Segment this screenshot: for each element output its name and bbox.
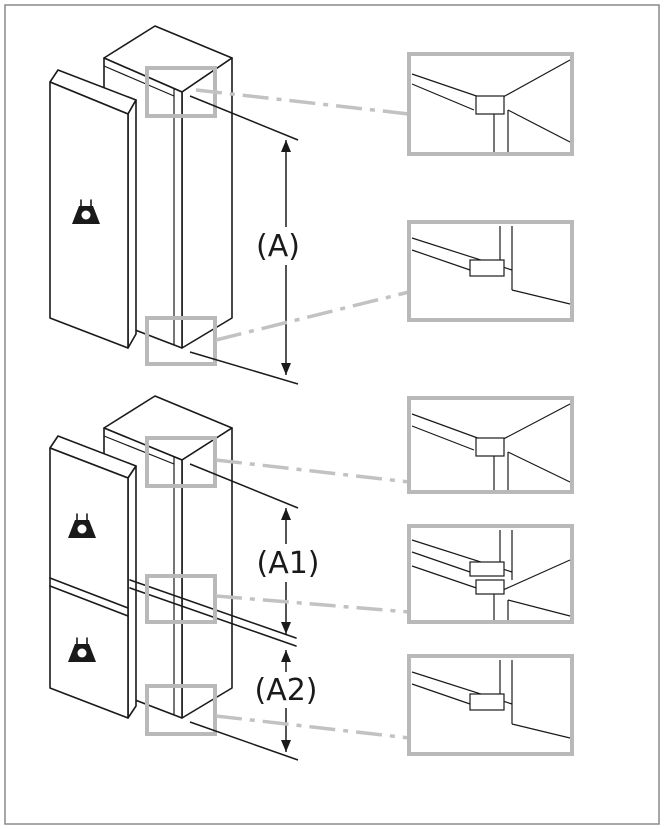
double-door-appliance: (A1) (A2) — [49, 395, 410, 761]
person-lock-icon-upper — [68, 513, 96, 538]
middle-hinge-highlight — [145, 574, 217, 624]
person-lock-icon — [72, 199, 100, 224]
lower-hinge-highlight — [145, 684, 217, 736]
door-edge-side — [127, 99, 137, 349]
upper-hinge-highlight — [145, 436, 217, 488]
person-lock-icon-lower — [68, 637, 96, 662]
door-edge-side-2 — [127, 465, 137, 719]
frame-border — [4, 4, 660, 825]
detail-bottom-hinge-2 — [407, 654, 574, 756]
single-door-appliance: (A) — [49, 25, 410, 385]
cabinet-side — [181, 57, 233, 349]
detail-top-hinge-2 — [407, 396, 574, 494]
dimension-label-a2: (A2) — [254, 673, 317, 708]
bottom-hinge-highlight — [145, 316, 217, 366]
dimension-label-a1: (A1) — [256, 546, 319, 581]
detail-top-hinge-1 — [407, 52, 574, 156]
dimension-label-a: (A) — [256, 229, 300, 264]
detail-middle-hinge-2 — [407, 524, 574, 624]
detail-bottom-hinge-1 — [407, 220, 574, 322]
door-panels-2 — [49, 447, 129, 719]
door-split-line — [49, 577, 129, 609]
